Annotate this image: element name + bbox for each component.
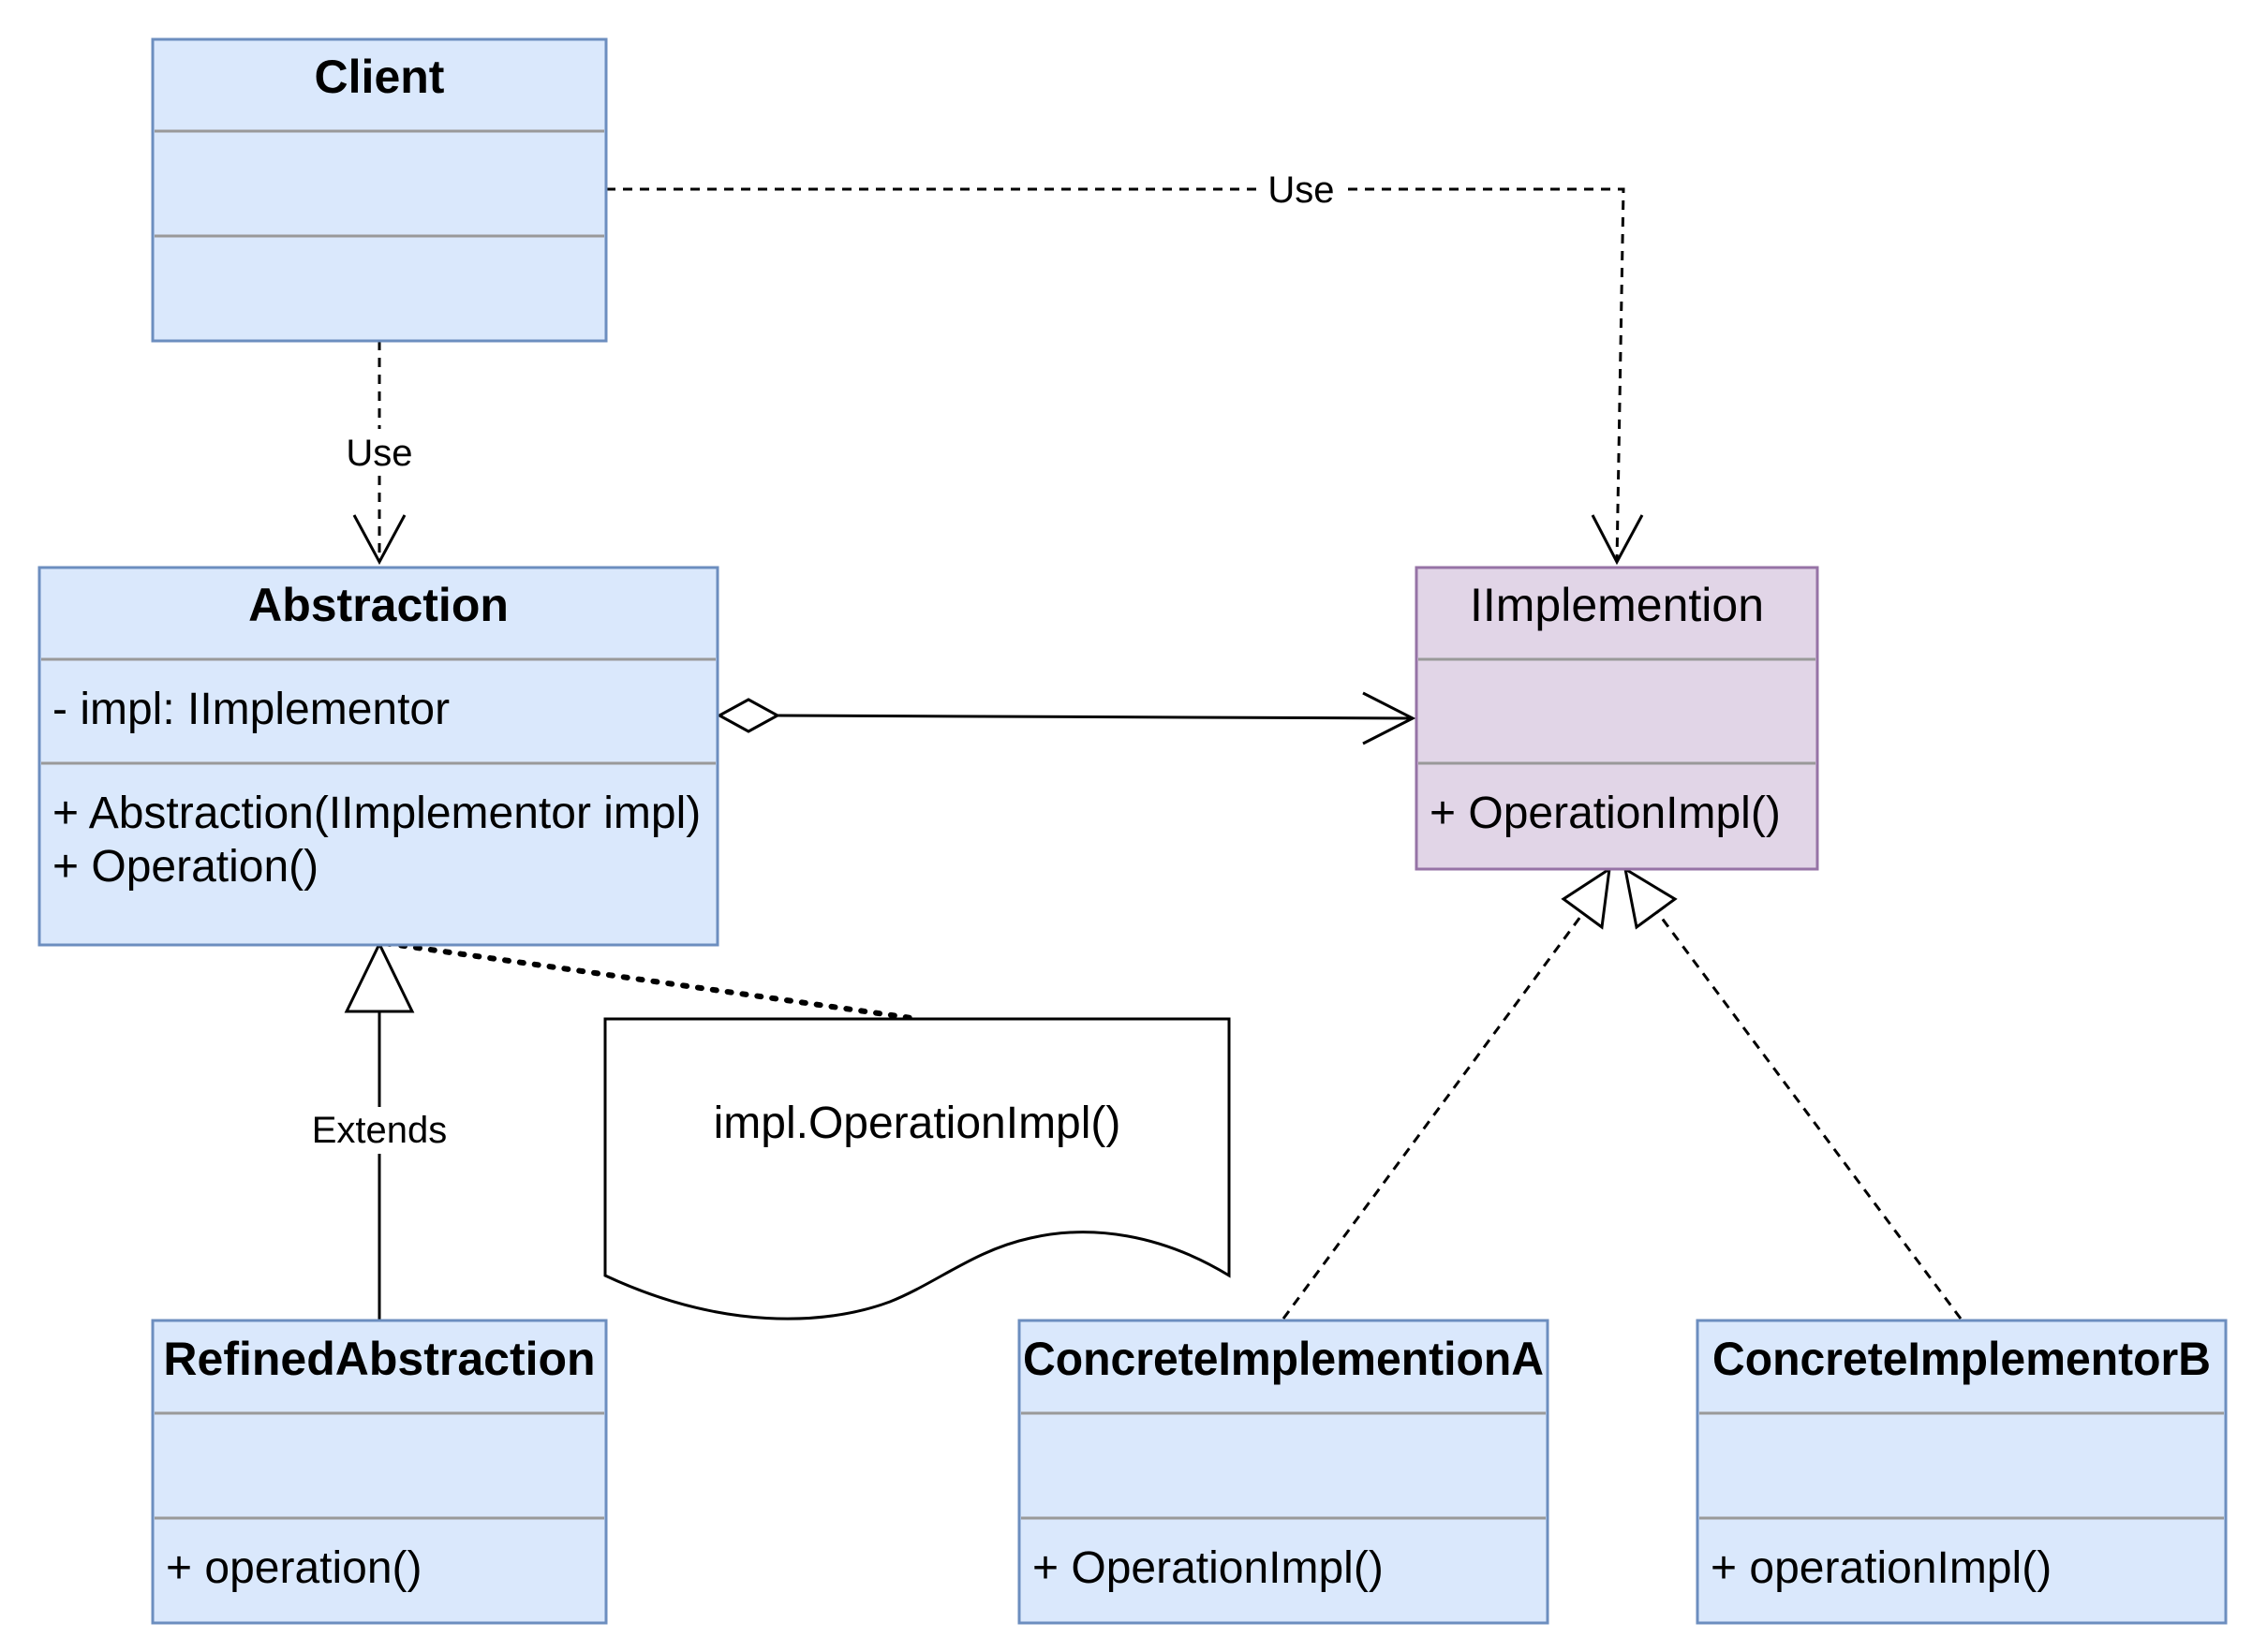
method-operation-refined: + operation() xyxy=(166,1543,422,1593)
note-text: impl.OperationImpl() xyxy=(714,1099,1121,1148)
class-name-refined: RefinedAbstraction xyxy=(163,1333,595,1385)
class-name-implementor: IImplemention xyxy=(1470,579,1764,631)
class-implementor[interactable]: IImplemention + OperationImpl() xyxy=(1415,566,1819,871)
attribute-impl: - impl: IImplementor xyxy=(52,685,450,734)
method-constructor: + Abstraction(IImplementor impl) xyxy=(52,789,701,838)
class-name-client: Client xyxy=(315,51,445,103)
class-concrete-b[interactable]: ConcreteImplementorB + operationImpl() xyxy=(1696,1319,2228,1625)
class-refined-abstraction[interactable]: RefinedAbstraction + operation() xyxy=(151,1319,608,1625)
edge-realize-a xyxy=(1282,865,1611,1320)
note-anchor xyxy=(131,905,921,1022)
method-operationimpl: + OperationImpl() xyxy=(1430,789,1781,838)
edge-label-use-implementor: Use xyxy=(1267,170,1334,211)
class-name-concrete-a: ConcreteImplementionA xyxy=(1023,1333,1544,1385)
note-document[interactable]: impl.OperationImpl() xyxy=(603,1017,1231,1320)
class-concrete-a[interactable]: ConcreteImplementionA + OperationImpl() xyxy=(1017,1319,1549,1625)
edge-aggregation xyxy=(716,691,1416,745)
edge-client-abstraction: Use xyxy=(339,341,420,566)
class-name-concrete-b: ConcreteImplementorB xyxy=(1712,1333,2211,1385)
method-operationimpl-a: + OperationImpl() xyxy=(1032,1543,1384,1593)
class-client[interactable]: Client xyxy=(151,37,608,343)
edge-client-implementor: Use xyxy=(606,167,1644,566)
edge-extends: Extends xyxy=(302,940,457,1320)
edge-label-extends: Extends xyxy=(312,1110,448,1151)
class-name-abstraction: Abstraction xyxy=(248,579,509,631)
method-operationimpl-b: + operationImpl() xyxy=(1711,1543,2052,1593)
method-operation: + Operation() xyxy=(52,842,319,892)
edge-realize-b xyxy=(1622,865,1963,1320)
edge-label-use: Use xyxy=(346,433,412,474)
class-abstraction[interactable]: Abstraction - impl: IImplementor + Abstr… xyxy=(37,566,719,947)
